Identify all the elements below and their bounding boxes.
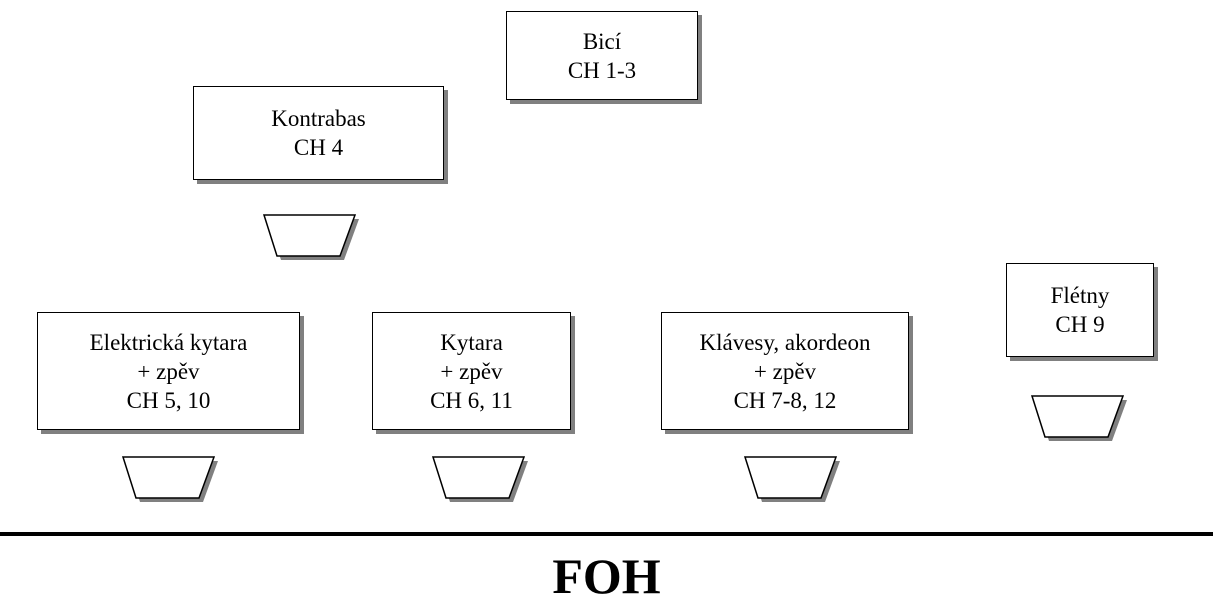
instrument-name: Klávesy, akordeon bbox=[699, 329, 871, 355]
instrument-name: Kytara bbox=[440, 329, 503, 355]
floor-monitor-wedge-icon bbox=[121, 456, 218, 502]
instrument-box-bass: Kontrabas CH 4 bbox=[193, 86, 444, 180]
channel-label: CH 5, 10 bbox=[126, 387, 211, 413]
instrument-box-electric-guitar: Elektrická kytara + zpěv CH 5, 10 bbox=[37, 312, 300, 430]
channel-label: CH 9 bbox=[1055, 312, 1105, 337]
vocal-label: + zpěv bbox=[753, 358, 817, 384]
floor-monitor-wedge-icon bbox=[431, 456, 528, 502]
channel-label: CH 4 bbox=[293, 135, 344, 160]
instrument-box-keys: Klávesy, akordeon + zpěv CH 7-8, 12 bbox=[661, 312, 909, 430]
stage-edge-line bbox=[0, 532, 1213, 536]
instrument-name: Flétny bbox=[1050, 283, 1110, 308]
vocal-label: + zpěv bbox=[137, 358, 200, 384]
instrument-name: Bicí bbox=[582, 28, 622, 54]
floor-monitor-wedge-icon bbox=[262, 214, 359, 260]
instrument-box-guitar: Kytara + zpěv CH 6, 11 bbox=[372, 312, 571, 430]
vocal-label: + zpěv bbox=[440, 358, 503, 384]
instrument-box-drums: Bicí CH 1-3 bbox=[506, 11, 698, 100]
channel-label: CH 1-3 bbox=[567, 57, 637, 83]
instrument-name: Elektrická kytara bbox=[89, 329, 248, 355]
foh-label: FOH bbox=[552, 548, 661, 604]
floor-monitor-wedge-icon bbox=[1030, 395, 1127, 441]
channel-label: CH 6, 11 bbox=[430, 387, 513, 413]
floor-monitor-wedge-icon bbox=[743, 456, 840, 502]
instrument-box-flutes: Flétny CH 9 bbox=[1006, 263, 1154, 357]
channel-label: CH 7-8, 12 bbox=[733, 387, 837, 413]
instrument-name: Kontrabas bbox=[271, 106, 366, 131]
